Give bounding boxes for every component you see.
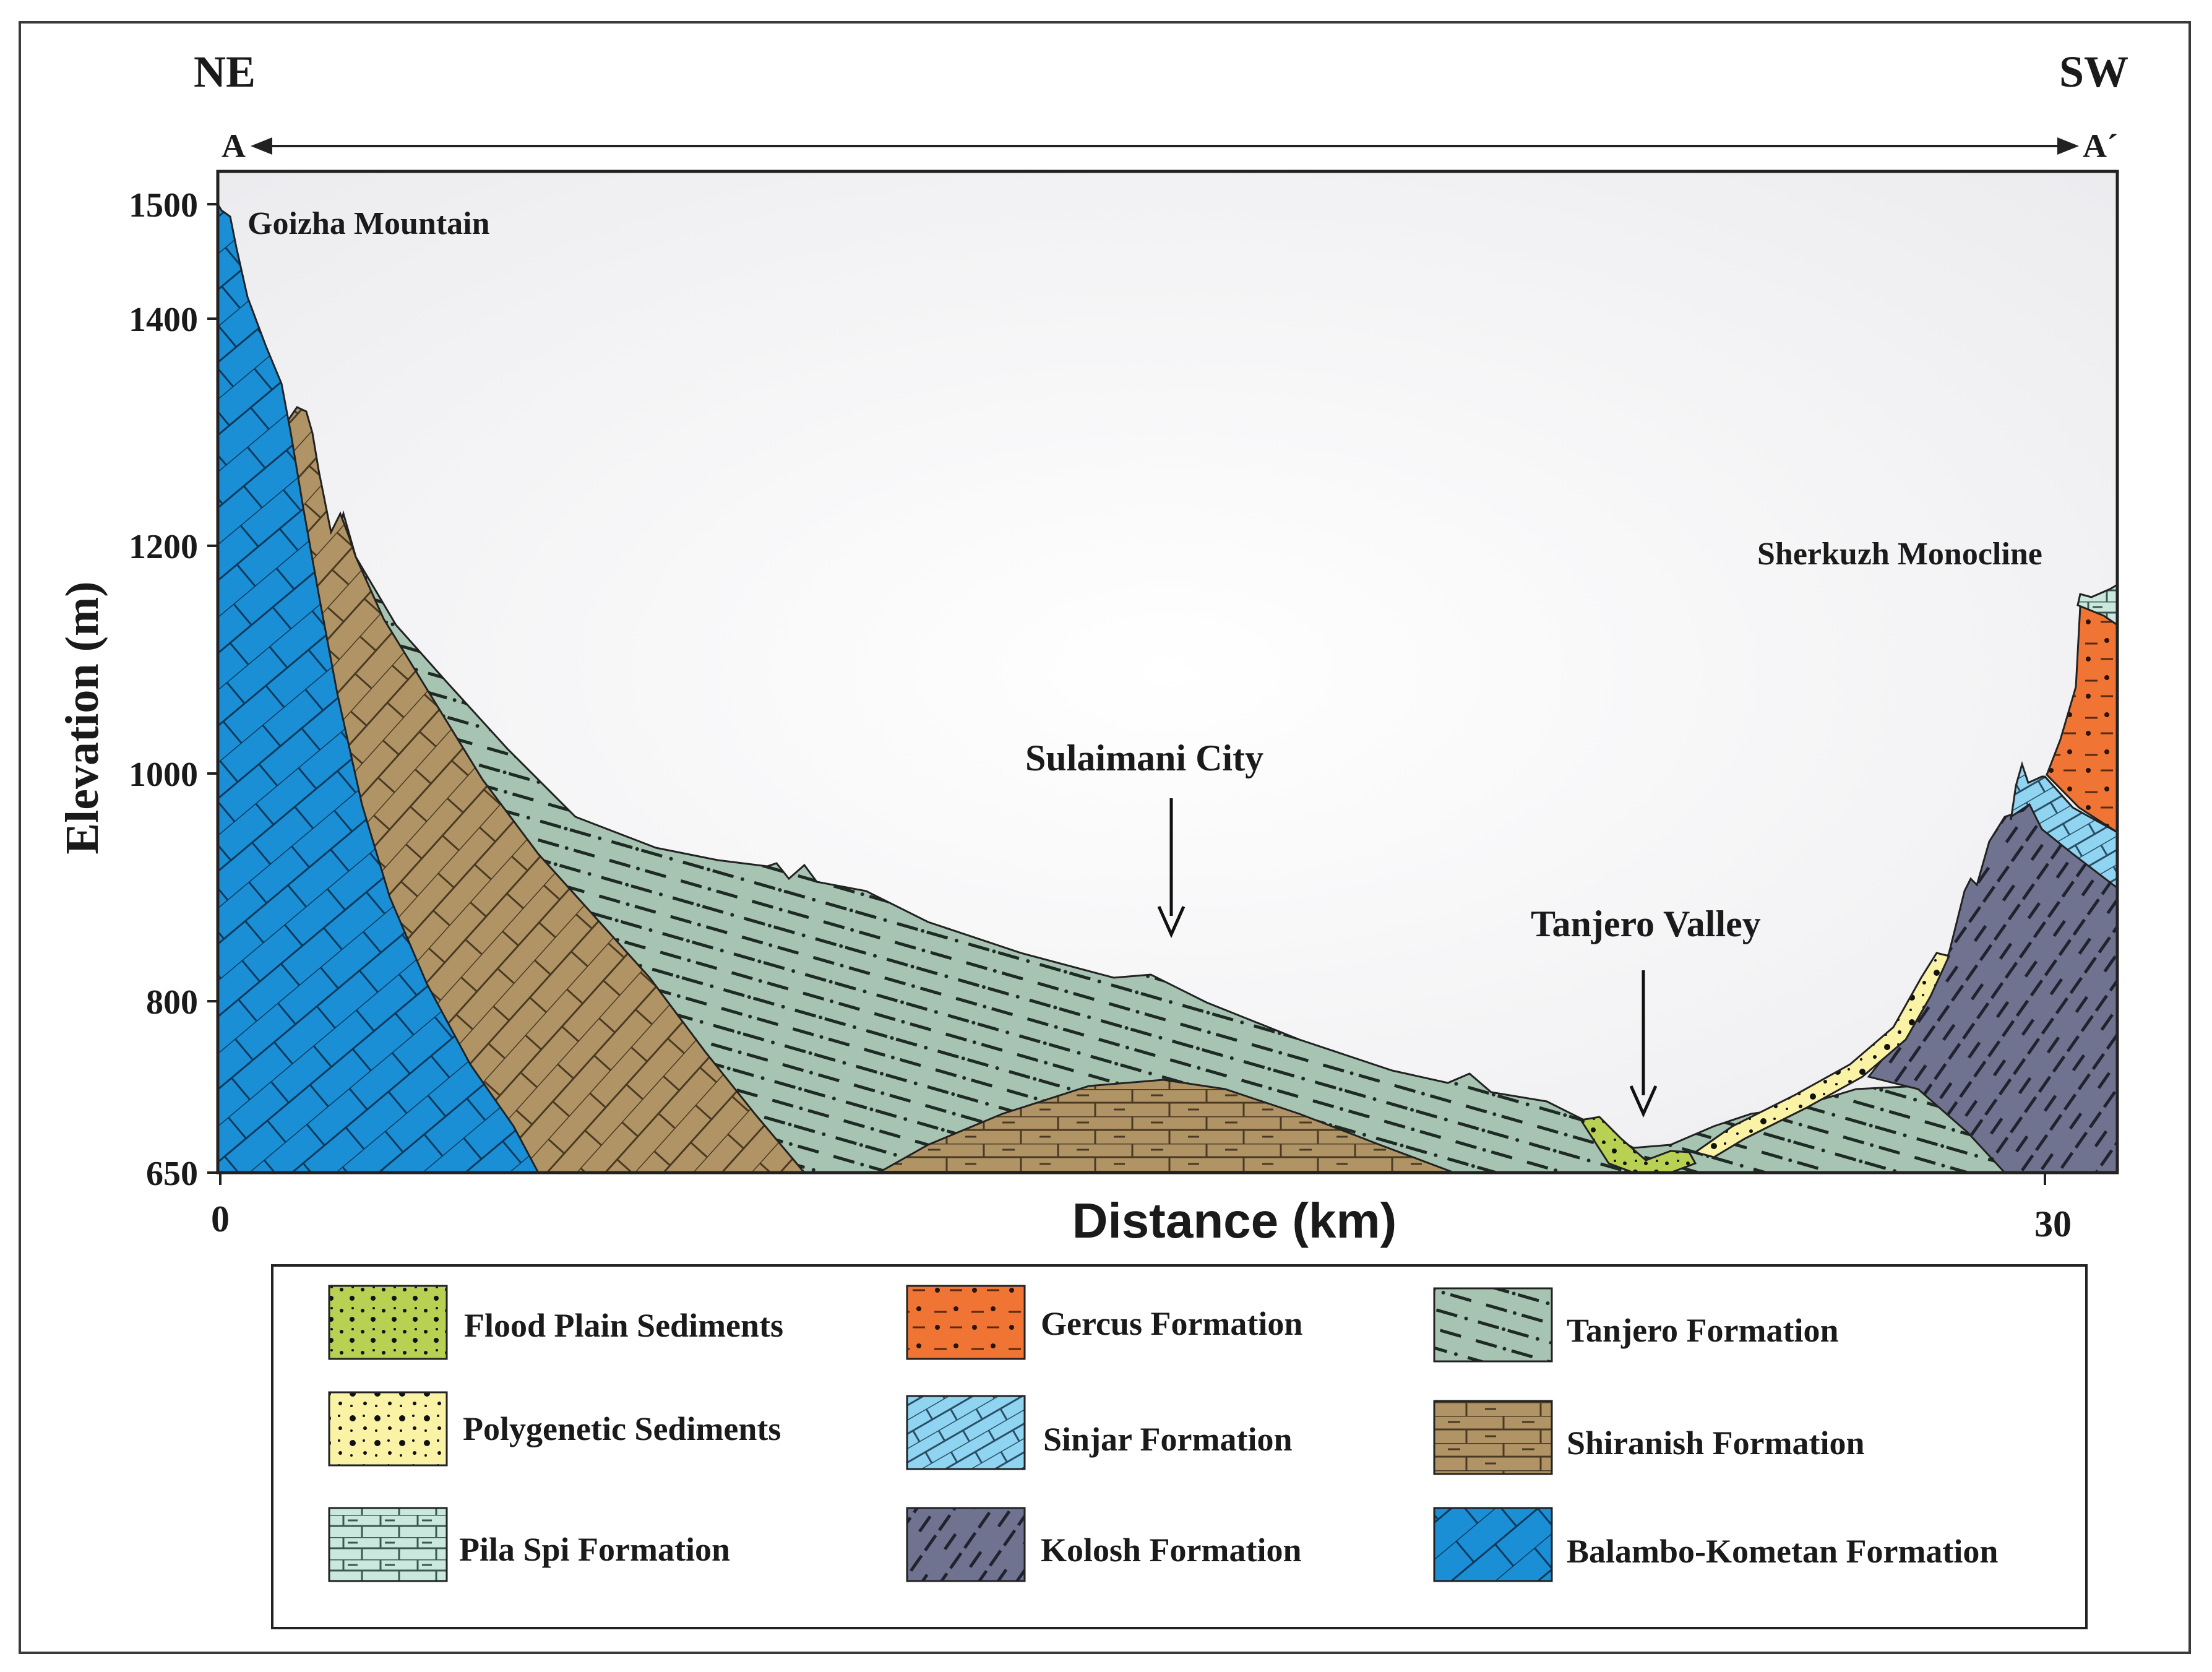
legend-swatch-kolosh bbox=[906, 1507, 1026, 1582]
y-tick-800: 800 bbox=[146, 983, 198, 1022]
legend-swatch-flood-plain bbox=[328, 1285, 448, 1360]
y-tick-650: 650 bbox=[146, 1155, 198, 1193]
legend-swatch-gercus bbox=[906, 1285, 1026, 1360]
direction-ne: NE bbox=[194, 47, 256, 97]
x-axis-label: Distance (km) bbox=[1072, 1193, 1397, 1248]
pila-spi-layer bbox=[2076, 584, 2117, 626]
goizha-mountain-label: Goizha Mountain bbox=[247, 206, 490, 241]
sulaimani-arrow bbox=[1157, 798, 1186, 939]
legend-label-polygenetic: Polygenetic Sediments bbox=[463, 1410, 781, 1447]
legend-item-balambo-kometan: Balambo-Kometan Formation bbox=[1433, 1507, 1998, 1582]
legend-item-flood-plain: Flood Plain Sediments bbox=[328, 1285, 783, 1360]
y-axis: 1500 1400 1200 1000 800 650 Elevation (m… bbox=[56, 186, 218, 1193]
sherkuzh-monocline-label: Sherkuzh Monocline bbox=[1757, 537, 2042, 572]
legend-item-polygenetic: Polygenetic Sediments bbox=[328, 1391, 781, 1467]
legend-swatch-balambo-kometan bbox=[1433, 1507, 1553, 1582]
x-tick-30: 30 bbox=[2034, 1204, 2072, 1244]
flood-plain-layer bbox=[1579, 1116, 1697, 1173]
legend-label-kolosh: Kolosh Formation bbox=[1041, 1532, 1302, 1569]
legend-label-balambo-kometan: Balambo-Kometan Formation bbox=[1567, 1533, 1998, 1570]
legend-item-kolosh: Kolosh Formation bbox=[906, 1507, 1302, 1582]
legend-label-sinjar: Sinjar Formation bbox=[1043, 1421, 1293, 1458]
section-start-label: A bbox=[222, 127, 246, 165]
legend-swatch-shiranish bbox=[1433, 1400, 1553, 1475]
legend-item-shiranish: Shiranish Formation bbox=[1433, 1400, 1865, 1475]
section-end-label: A´ bbox=[2083, 127, 2118, 165]
legend-item-tanjero: Tanjero Formation bbox=[1433, 1287, 1839, 1363]
legend-item-gercus: Gercus Formation bbox=[906, 1285, 1302, 1360]
y-axis-label: Elevation (m) bbox=[56, 581, 108, 854]
section-line-arrow bbox=[251, 137, 2079, 155]
legend-label-shiranish: Shiranish Formation bbox=[1567, 1424, 1865, 1462]
legend-label-tanjero: Tanjero Formation bbox=[1567, 1312, 1839, 1349]
balambo-kometan-layer bbox=[218, 202, 540, 1173]
y-tick-1000: 1000 bbox=[129, 756, 198, 794]
sinjar-layer bbox=[2010, 761, 2117, 889]
legend-label-gercus: Gercus Formation bbox=[1041, 1305, 1302, 1342]
legend-swatch-sinjar bbox=[906, 1395, 1026, 1470]
x-tick-0: 0 bbox=[211, 1199, 230, 1239]
legend-swatch-pila-spi bbox=[328, 1507, 448, 1582]
shiranish-anticline bbox=[876, 1079, 1455, 1173]
geologic-layers bbox=[218, 202, 2117, 1173]
polygenetic-layer bbox=[1693, 952, 1951, 1158]
x-axis: 0 30 Distance (km) bbox=[211, 1173, 2072, 1248]
y-tick-1500: 1500 bbox=[129, 186, 198, 225]
y-tick-1200: 1200 bbox=[129, 528, 198, 566]
tanjero-valley-label: Tanjero Valley bbox=[1531, 903, 1761, 944]
legend-swatch-polygenetic bbox=[328, 1391, 448, 1467]
sulaimani-city-label: Sulaimani City bbox=[1025, 738, 1263, 778]
legend-label-flood-plain: Flood Plain Sediments bbox=[464, 1307, 783, 1344]
legend-swatch-tanjero bbox=[1433, 1287, 1553, 1363]
direction-sw: SW bbox=[2059, 47, 2128, 97]
legend-item-sinjar: Sinjar Formation bbox=[906, 1395, 1293, 1470]
kolosh-layer bbox=[1867, 790, 2117, 1173]
legend-label-pila-spi: Pila Spi Formation bbox=[459, 1531, 730, 1568]
legend-box bbox=[271, 1264, 2088, 1629]
y-tick-1400: 1400 bbox=[129, 301, 198, 339]
tanjero-valley-arrow bbox=[1629, 970, 1658, 1118]
legend-item-pila-spi: Pila Spi Formation bbox=[328, 1507, 730, 1582]
